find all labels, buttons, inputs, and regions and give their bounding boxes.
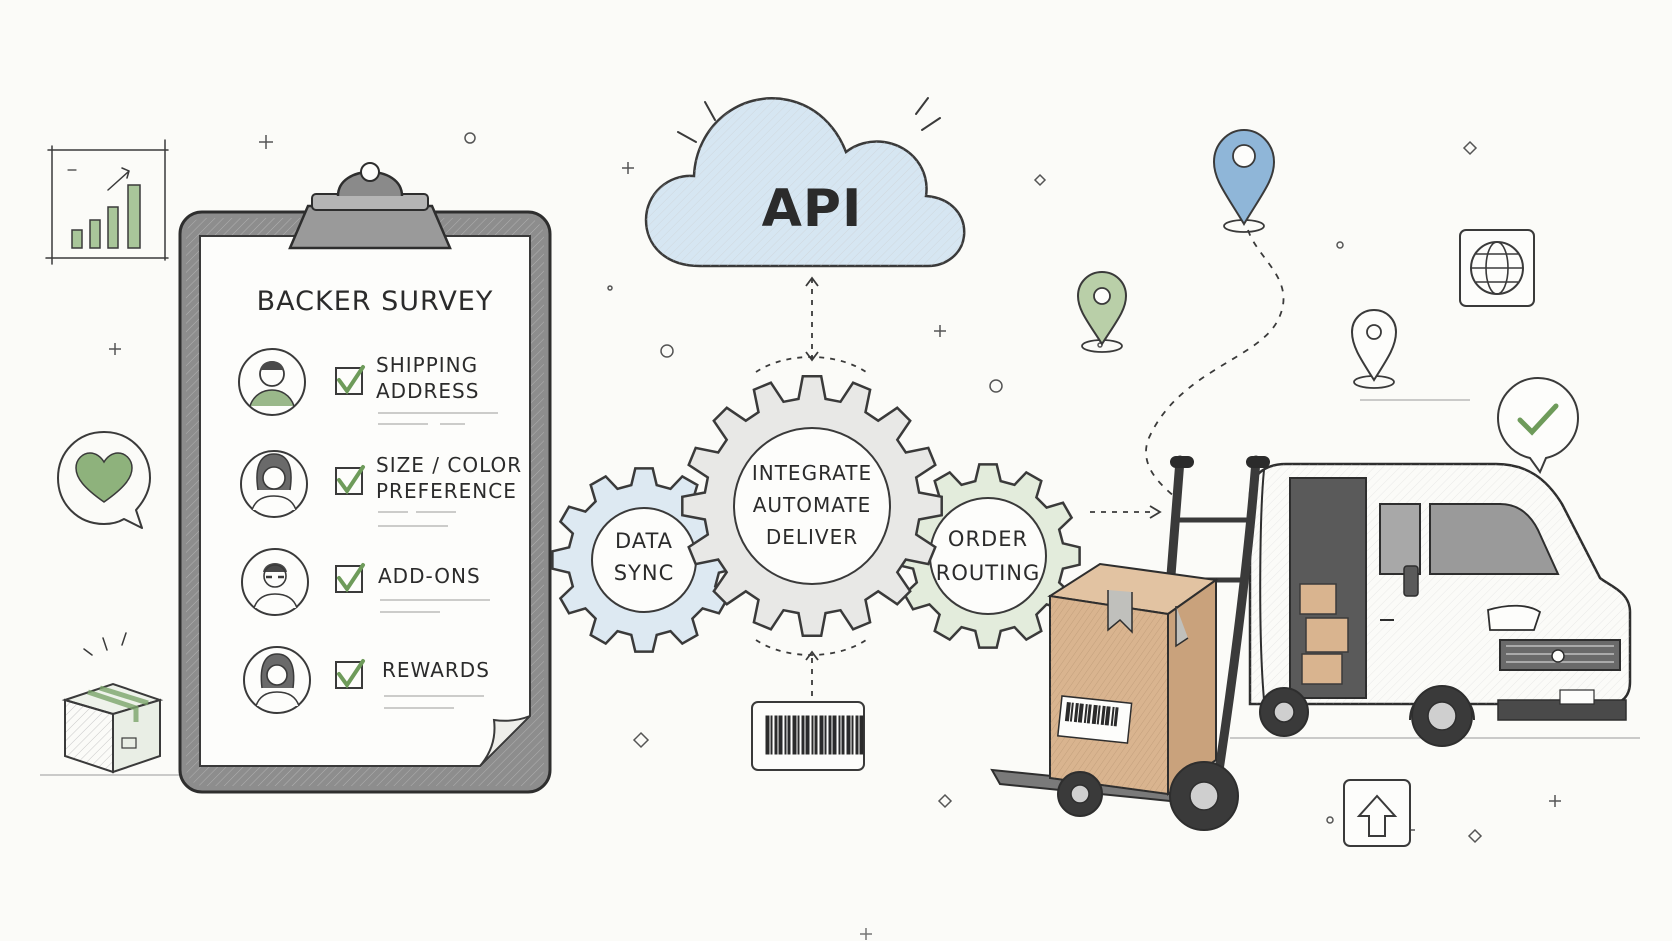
barcode-bar [855, 715, 859, 755]
survey-item-label: ADDRESS [376, 379, 479, 403]
survey-item-shipping: SHIPPING ADDRESS [238, 348, 498, 425]
barcode-bar [841, 715, 845, 755]
barcode-bar [1077, 703, 1084, 723]
barcode-bar [846, 715, 851, 755]
gear-label: DATA [615, 529, 673, 553]
map-pin-icon [1076, 270, 1128, 353]
avatar [238, 348, 306, 416]
barcode-bar [1064, 702, 1071, 722]
delivery-van-icon [1230, 462, 1640, 747]
barcode-bar [811, 715, 814, 755]
gear-integrate-automate-deliver: INTEGRATE AUTOMATE DELIVER [681, 375, 943, 637]
barcode-bar [1096, 705, 1101, 725]
barcode-icon [751, 701, 865, 771]
barcode-bar [770, 715, 773, 755]
barcode-bar [1091, 704, 1098, 725]
checkmark-icon [337, 659, 365, 689]
barcode-bar [1104, 706, 1111, 726]
checkmark-icon [337, 563, 365, 593]
survey-item-label: REWARDS [382, 658, 490, 682]
barcode-bar [797, 715, 800, 755]
checkbox-checked [335, 467, 363, 495]
checkbox-checked [335, 565, 363, 593]
barcode-bar [814, 715, 818, 755]
barcode-bar [819, 715, 824, 755]
gear-label: INTEGRATE [752, 461, 872, 485]
barcode-bar [1083, 704, 1088, 724]
survey-item-label: SHIPPING [376, 353, 478, 377]
map-pin-icon [1350, 308, 1470, 401]
checkbox-checked [335, 661, 363, 689]
barcode-bar [1073, 702, 1079, 723]
barcode-bar [774, 715, 778, 755]
barcode-bar [792, 715, 797, 755]
bar-chart-icon [45, 139, 169, 265]
checkmark-speech-bubble-icon [1496, 376, 1580, 475]
api-label: API [762, 179, 863, 239]
avatar [243, 646, 311, 714]
checkmark-icon [337, 465, 365, 495]
api-cloud: API [644, 97, 966, 268]
heart-speech-bubble-icon [57, 431, 151, 529]
barcode-bar [801, 715, 805, 755]
barcode-bar [824, 715, 827, 755]
survey-item-rewards: REWARDS [243, 646, 490, 714]
barcode-bar [784, 715, 787, 755]
barcode-bar [832, 715, 837, 755]
barcode-bar [828, 715, 832, 755]
survey-clipboard: BACKER SURVEY SHIPPING ADDRESS [178, 162, 552, 794]
gear-label: AUTOMATE [753, 493, 872, 517]
barcode-bar [1113, 707, 1119, 727]
map-pin-icon [1212, 128, 1276, 233]
upload-arrow-icon [1343, 779, 1411, 847]
globe-icon [1459, 229, 1535, 307]
avatar [241, 548, 309, 616]
barcode-bar [859, 715, 864, 755]
barcode-bar [1110, 706, 1115, 726]
gear-label: ORDER [948, 527, 1028, 551]
barcode-bar [787, 715, 791, 755]
survey-item-size-color: SIZE / COLOR PREFERENCE [240, 450, 522, 527]
checkmark-icon [337, 365, 365, 395]
barcode-bar [805, 715, 810, 755]
barcode-bar [838, 715, 841, 755]
hand-truck-icon [990, 455, 1270, 831]
survey-item-label: SIZE / COLOR [376, 453, 522, 477]
barcode-bar [1100, 705, 1106, 726]
barcode-bar [778, 715, 783, 755]
survey-title: BACKER SURVEY [257, 286, 494, 317]
connectors [755, 278, 1150, 696]
arrowheads [805, 276, 1162, 661]
package-box-icon [40, 632, 190, 776]
barcode-bar [1086, 704, 1092, 724]
barcode-bar [1069, 702, 1074, 722]
barcode-bar [765, 715, 770, 755]
avatar [240, 450, 308, 518]
survey-item-label: PREFERENCE [376, 479, 517, 503]
gear-label: ROUTING [936, 561, 1041, 585]
survey-item-add-ons: ADD-ONS [241, 548, 490, 616]
checkbox-checked [335, 367, 363, 395]
barcode-bar [851, 715, 854, 755]
gear-label: SYNC [614, 561, 675, 585]
gear-label: DELIVER [766, 525, 858, 549]
survey-item-label: ADD-ONS [378, 564, 481, 588]
